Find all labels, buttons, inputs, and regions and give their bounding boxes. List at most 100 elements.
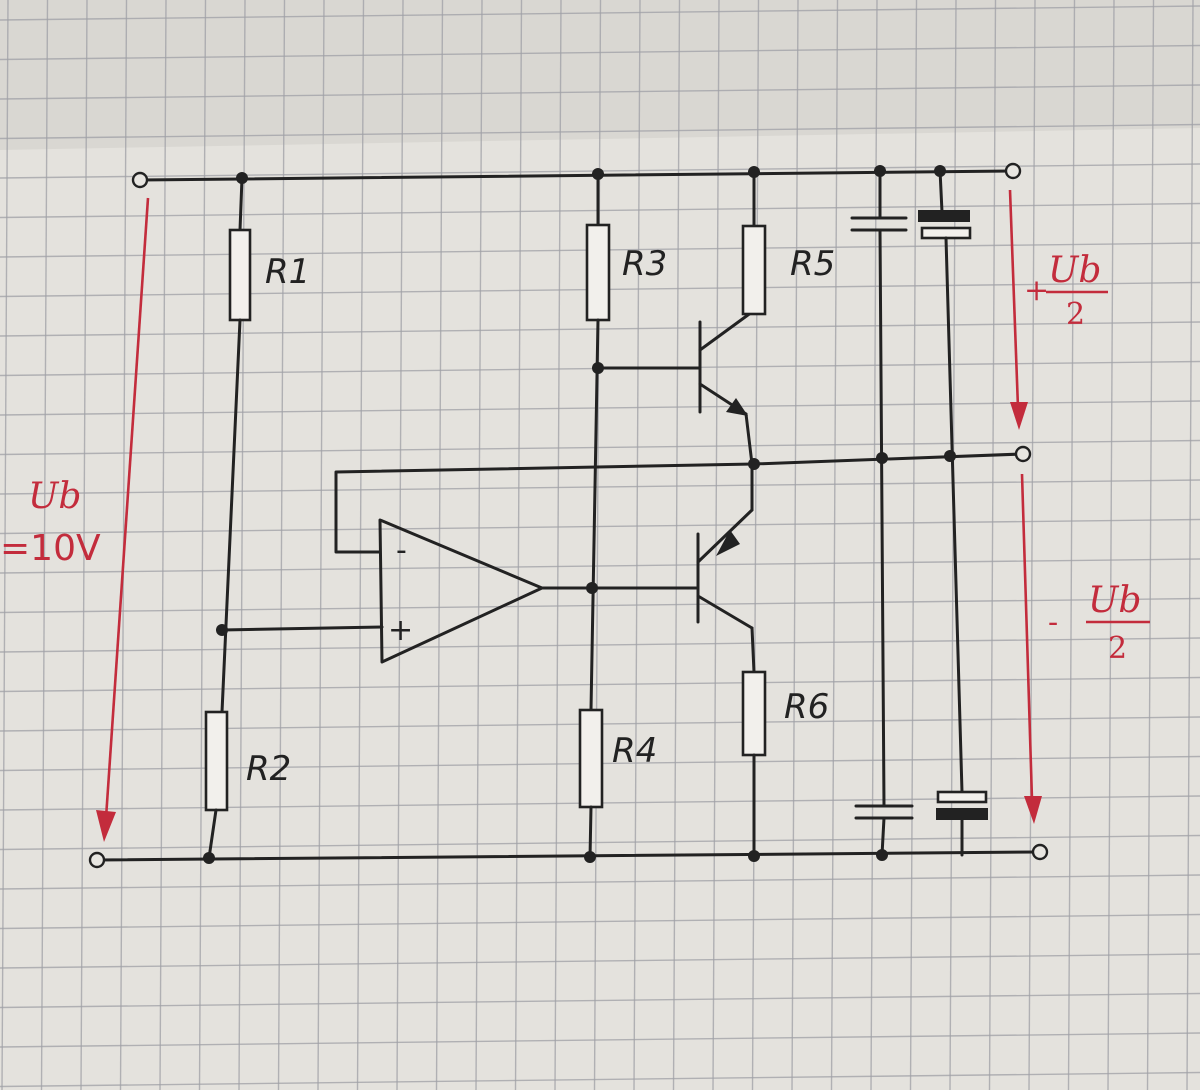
grid-line-horizontal [0,202,1200,219]
grid-line-vertical [1,0,9,1090]
upper-transistor [698,310,754,466]
wire [938,168,944,214]
transistor-collector [698,310,754,352]
grid-line-vertical [1067,0,1076,1090]
junction-dot [203,852,215,864]
label-r4: R4 [612,731,657,771]
label-r5: R5 [790,244,835,284]
wire [878,228,886,808]
grid-line-horizontal [0,1032,1200,1048]
opamp-triangle [378,518,544,664]
wire [744,412,754,466]
grid-line-horizontal [0,992,1200,1009]
grid-line-vertical [1146,0,1155,1090]
grid-line-vertical [909,0,918,1090]
junction-dot [586,582,598,594]
label-r6: R6 [784,687,829,727]
resistor-r2 [204,710,229,812]
label-r1: R1 [265,252,310,292]
upper-divisor: 2 [1066,297,1085,332]
grid-line-horizontal [0,321,1200,337]
grid-line-vertical [159,0,167,1090]
grid-line-vertical [791,0,799,1090]
capacitor-column-1 [850,168,914,857]
supply-arrow-head [96,810,116,842]
transistor-emitter [696,508,754,564]
grid-line-vertical [198,0,207,1090]
junction-dot [874,165,886,177]
electrolytic-plate [918,210,970,222]
grid-line-horizontal [0,479,1200,495]
grid-line-vertical [988,0,997,1090]
grid-line-horizontal [0,676,1200,693]
opamp-minus-sign: - [396,533,407,568]
grid-line-vertical [277,0,286,1090]
resistor-r1 [228,228,252,322]
grid-line-vertical [396,0,404,1090]
wire [589,318,600,712]
grid-line-vertical [317,0,325,1090]
grid-line-horizontal [0,913,1200,930]
junction-dot [584,851,596,863]
grid-line-horizontal [0,874,1200,890]
grid-line-horizontal [0,84,1200,100]
grid-line-horizontal [0,400,1200,416]
upper-arrow-head [1010,402,1028,430]
junction-dot [236,172,248,184]
midpoint-rail [752,452,1024,466]
grid-line-horizontal [0,123,1200,140]
grid-line-vertical [751,0,760,1090]
resistor-r4 [578,708,604,809]
resistor-r3 [585,223,611,322]
grid-line-horizontal [0,518,1200,535]
junction-dot [748,850,760,862]
resistor-r5-group [741,170,767,316]
grid-line-horizontal [0,439,1200,456]
terminal-mid-right [1014,445,1032,463]
junction-dot [748,166,760,178]
resistor-r5 [741,224,767,316]
grid-line-horizontal [0,597,1200,614]
divider-r3-r4 [578,172,702,860]
junction-dot [944,450,956,462]
grid-line-vertical [1186,0,1194,1090]
emitter-arrow [716,530,740,556]
electrolytic-plate [936,790,988,804]
grid-line-vertical [1107,0,1115,1090]
top-rail [138,169,1014,182]
paper-bottom-sheet [0,128,1200,1090]
grid-line-vertical [672,0,681,1090]
grid-line-vertical [356,0,365,1090]
lower-arrow-line [1020,473,1034,801]
grid-line-vertical [475,0,483,1090]
grid-line-vertical [1028,0,1036,1090]
lower-arrow-head [1024,796,1042,824]
grid-line-horizontal [0,44,1200,61]
grid-line-horizontal [0,637,1200,653]
junction-dot [592,362,604,374]
resistor-r6 [741,670,767,757]
grid-line-vertical [633,0,641,1090]
wire [944,236,964,794]
wire-to-noninverting-input [220,625,384,632]
feedback-wire [334,462,756,554]
wire [750,626,756,674]
opamp: - + [334,462,756,664]
junction-dot [934,165,946,177]
junction-dot [216,624,228,636]
capacitor-column-2 [918,168,988,857]
wire [207,808,218,860]
lower-symbol: Ub [1088,580,1141,621]
grid-line-vertical [949,0,957,1090]
upper-arrow-line [1008,189,1020,409]
wire [220,318,242,714]
terminal-bottom-right [1031,843,1049,861]
electrolytic-plate [936,808,988,820]
grid-line-vertical [80,0,88,1090]
junction-dot [876,452,888,464]
terminals [88,162,1049,869]
divider-r1-r2 [204,176,384,860]
wire [588,805,593,860]
